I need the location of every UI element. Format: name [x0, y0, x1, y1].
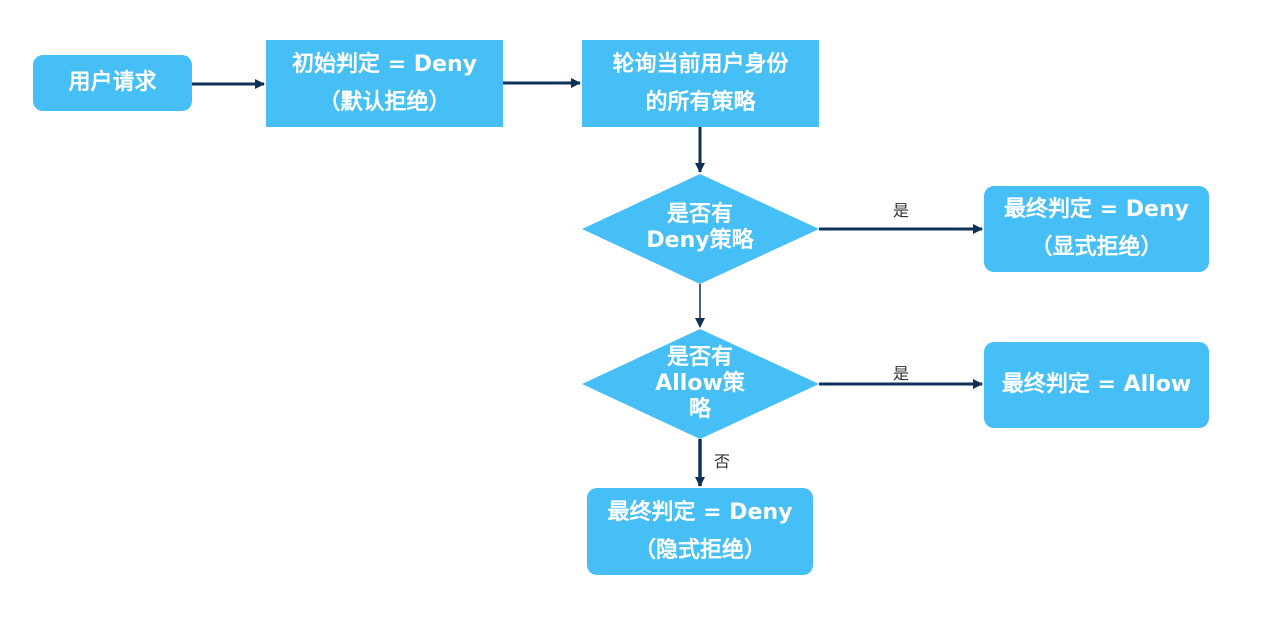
decision-allow-line3: 略: [688, 397, 711, 422]
final-implicit-line2: （隐式拒绝）: [633, 537, 766, 563]
poll-policies-line2: 的所有策略: [645, 89, 756, 115]
final-explicit-deny-node: 最终判定 = Deny （显式拒绝）: [984, 186, 1209, 272]
initial-decision-line1: 初始判定 = Deny: [292, 51, 477, 77]
edge-label-no: 否: [714, 452, 731, 471]
poll-policies-line1: 轮询当前用户身份: [612, 51, 789, 77]
decision-deny-line2: Deny策略: [646, 228, 754, 253]
final-allow-label: 最终判定 = Allow: [1001, 372, 1192, 397]
final-implicit-deny-node: 最终判定 = Deny （隐式拒绝）: [587, 488, 813, 575]
final-allow-node: 最终判定 = Allow: [984, 342, 1209, 428]
final-implicit-line1: 最终判定 = Deny: [607, 499, 793, 525]
decision-allow-line2: Allow策: [655, 371, 745, 396]
edge-label-yes-deny: 是: [893, 201, 910, 220]
decision-allow-diamond: [582, 329, 819, 439]
user-request-label: 用户请求: [68, 70, 157, 95]
final-explicit-line1: 最终判定 = Deny: [1004, 197, 1189, 222]
decision-deny-diamond: [582, 174, 819, 284]
poll-policies-node: 轮询当前用户身份 的所有策略: [582, 40, 819, 127]
edge-label-yes-allow: 是: [893, 364, 910, 383]
initial-decision-line2: （默认拒绝）: [318, 89, 451, 115]
initial-decision-node: 初始判定 = Deny （默认拒绝）: [266, 40, 503, 127]
decision-deny-label: 是否有 Deny策略: [620, 195, 780, 261]
user-request-node: 用户请求: [33, 55, 192, 111]
final-explicit-line2: （显式拒绝）: [1030, 235, 1163, 260]
decision-allow-label: 是否有 Allow策 略: [620, 342, 780, 426]
decision-allow-line1: 是否有: [666, 345, 733, 370]
decision-deny-line1: 是否有: [666, 202, 733, 227]
